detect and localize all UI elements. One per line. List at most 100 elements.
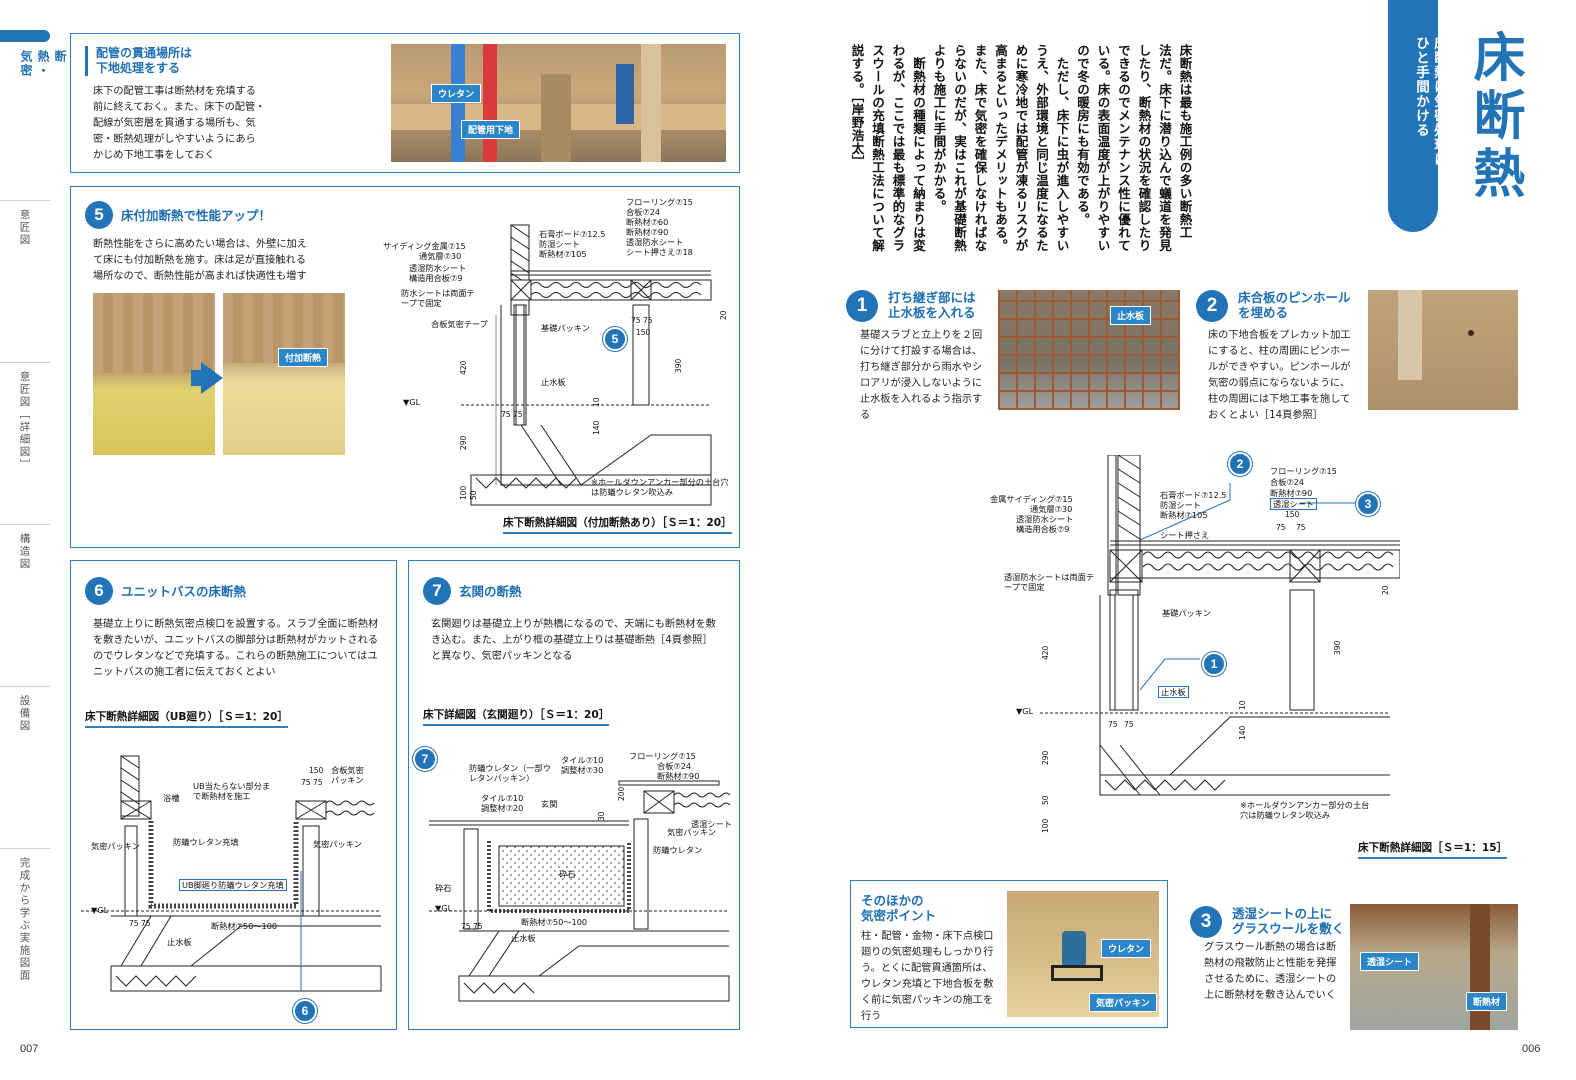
point-1-photo: 止水板	[998, 290, 1180, 410]
b6-lbl-stop: 止水板	[167, 937, 192, 947]
rd-lbl-l2: 透湿防水シート	[1016, 514, 1074, 524]
main-dim-75a: 75	[1276, 523, 1286, 532]
dim-75d: 75	[513, 410, 523, 419]
rd-lbl-r3: 透湿シート	[1270, 498, 1317, 510]
rd-lbl-stop: 止水板	[1158, 686, 1189, 698]
rd-lbl-m2: 断熱材⑦105	[1160, 510, 1208, 520]
point-3-badge: 3	[1190, 906, 1222, 938]
point-1-text: 基礎スラブと立上りを２回に分けて打設する場合は、打ち継ぎ部分から雨水やシロアリが…	[860, 330, 983, 421]
rd-marker-1: 1	[1202, 652, 1226, 676]
b7-lbl-tile2: タイル⑦10	[481, 793, 524, 803]
section-7-badge: 7	[423, 577, 451, 605]
b6-lbl-bath: 浴槽	[163, 793, 180, 803]
b6-lbl-gl: ▼GL	[91, 905, 109, 915]
sidebar-item-equipment[interactable]: 設備図	[0, 686, 50, 847]
main-floor-drawing: 150 75 75 20 420 390 290 140 10 100 50 7…	[1040, 455, 1400, 833]
main-dim-10: 10	[1238, 700, 1247, 710]
main-dim-290: 290	[1041, 750, 1050, 765]
b7-lbl-packing: 気密パッキン	[667, 827, 716, 837]
b7-dim-75b: 75	[473, 922, 483, 931]
rd-lbl-tape: 透湿防水シートは両面テープで固定	[1004, 572, 1095, 592]
b5-lbl-r3: 断熱材⑦90	[626, 227, 669, 237]
section-7-heading: 7 玄関の断熱	[423, 577, 522, 605]
b7-dim-200: 200	[617, 786, 626, 801]
b5-lbl-l2: 透湿防水シート	[409, 263, 467, 273]
dim-100: 100	[459, 485, 468, 500]
dim-20: 20	[719, 310, 728, 320]
section-5-text: 断熱性能をさらに高めたい場合は、外壁に加えて床にも付加断熱を施す。床は足が直接触…	[93, 239, 307, 282]
sidebar-item-structure[interactable]: 構造図	[0, 524, 50, 685]
b7-lbl-ant: 防蟻ウレタン	[653, 845, 703, 855]
b5-lbl-m1: 防湿シート	[539, 239, 580, 249]
main-dim-390: 390	[1333, 640, 1342, 655]
b5-lbl-l1: 通気層⑦30	[419, 251, 462, 261]
main-dim-420: 420	[1041, 645, 1050, 660]
b7-lbl-floor: フローリング⑦15	[629, 751, 696, 761]
section-5-drawing: 420 290 100 50 75 75 150 390 140 10 75 7…	[459, 224, 728, 506]
rd-marker-3: 3	[1356, 492, 1380, 516]
b5-lbl-l0: サイディング金属⑦15	[383, 241, 466, 251]
dim-75c: 75	[501, 410, 511, 419]
rd-lbl-press: シート押さえ	[1160, 530, 1210, 540]
sidebar-item-active[interactable]: 断熱・気密	[19, 50, 67, 78]
rd-lbl-r1: 合板⑦24	[1270, 477, 1305, 487]
b6-dim-150: 150	[309, 766, 324, 775]
rd-lbl-r2: 断熱材⑦90	[1270, 488, 1313, 498]
rd-lbl-packing: 基礎パッキン	[1162, 608, 1211, 618]
other-box-text: 柱・配管・金物・床下点検口廻りの気密処理もしっかり行う。とくに配管貫通箇所は、ウ…	[861, 931, 994, 1022]
main-dim-75b: 75	[1296, 523, 1306, 532]
b5-lbl-r4: 透湿防水シート	[626, 237, 684, 247]
b7-marker: 7	[413, 747, 437, 771]
point-2: 2 床合板のピンホール を埋める 床の下地合板をプレカット加工にすると、柱の周囲…	[1196, 290, 1526, 421]
tag-other-urethane: ウレタン	[1101, 939, 1152, 958]
dim-390: 390	[674, 358, 683, 373]
section-6-subtitle: 床下断熱詳細図（UB廻り）［Ｓ＝1：20］	[85, 709, 288, 728]
rd-lbl-r0: フローリング⑦15	[1270, 466, 1337, 476]
b6-lbl-ub-foot: UB脚廻り防蟻ウレタン充填	[179, 879, 287, 891]
sidebar-item-design-detail[interactable]: 意匠図［詳細図］	[0, 362, 50, 523]
sidebar-item-design[interactable]: 意匠図	[0, 200, 50, 361]
b6-dim-75b: 75	[313, 778, 323, 787]
b7-lbl-adj1: 調整材⑦30	[561, 765, 604, 775]
main-title: 床断熱	[1464, 30, 1524, 204]
b5-lbl-r2: 断熱材⑦60	[626, 217, 669, 227]
subtitle-banner: 床断熱は気密処理にひと手間かける	[1388, 0, 1447, 232]
section-7-subtitle: 床下詳細図（玄関廻り）［Ｓ＝1：20］	[423, 707, 610, 726]
b6-dim-75a: 75	[301, 778, 311, 787]
sidebar-item-completion[interactable]: 完成から学ぶ実施図面	[0, 848, 50, 1029]
section-6-drawing: 150 75 75 75 75	[81, 755, 382, 992]
b6-lbl-packing-l: 気密パッキン	[91, 841, 140, 851]
other-airtight-box: そのほかの 気密ポイント 柱・配管・金物・床下点検口廻りの気密処理もしっかり行う…	[850, 880, 1168, 1028]
arrow-icon	[201, 362, 223, 394]
point-2-photo	[1368, 290, 1518, 410]
point-2-badge: 2	[1196, 290, 1228, 322]
pipe-box-text: 床下の配管工事は断熱材を充填する前に終えておく。また、床下の配管・配線が気密層を…	[93, 86, 266, 161]
b6-lbl-insul: 断熱材⑦50〜100	[211, 921, 278, 931]
b5-lbl-m2: 断熱材⑦105	[539, 249, 587, 259]
main-dim-75c: 75	[1108, 720, 1118, 729]
tag-added-insulation: 付加断熱	[278, 348, 329, 367]
b5-lbl-r5: シート押さえ⑦18	[626, 247, 693, 257]
b6-dim-75d: 75	[141, 919, 151, 928]
b6-lbl-urethane: 防蟻ウレタン充填	[173, 837, 239, 847]
b7-lbl-ply: 合板⑦24	[657, 761, 692, 771]
b7-lbl-tile1: タイル⑦10	[561, 755, 604, 765]
section-6-box: 6 ユニットバスの床断熱 基礎立上りに断熱気密点検口を設置する。スラブ全面に断熱…	[70, 560, 397, 1030]
tag-insulation: 断熱材	[1466, 992, 1508, 1011]
rd-lbl-l1: 通気層⑦30	[1030, 504, 1073, 514]
tag-sheet: 透湿シート	[1360, 952, 1420, 971]
dim-75a: 75	[631, 316, 641, 325]
sidebar-active-tab[interactable]	[0, 30, 50, 42]
b7-lbl-adj2: 調整材⑦20	[481, 803, 524, 813]
main-dim-140: 140	[1238, 725, 1247, 740]
after-photo: 付加断熱	[223, 293, 345, 455]
rd-lbl-m1: 防湿シート	[1160, 500, 1201, 510]
b5-lbl-r1: 合板⑦24	[626, 207, 661, 217]
main-dim-100: 100	[1041, 818, 1050, 833]
b7-dim-30: 30	[597, 811, 606, 821]
section-7-text: 玄関廻りは基礎立上りが熱橋になるので、天端にも断熱材を敷き込む。また、上がり框の…	[431, 619, 716, 662]
page-number-left: 007	[20, 1043, 39, 1055]
other-box-photo: ウレタン 気密パッキン	[1007, 891, 1159, 1017]
b5-lbl-m0: 石膏ボード⑦12.5	[539, 229, 606, 239]
rd-note: ※ホールダウンアンカー部分の土台穴は防蟻ウレタン吹込み	[1240, 800, 1370, 820]
